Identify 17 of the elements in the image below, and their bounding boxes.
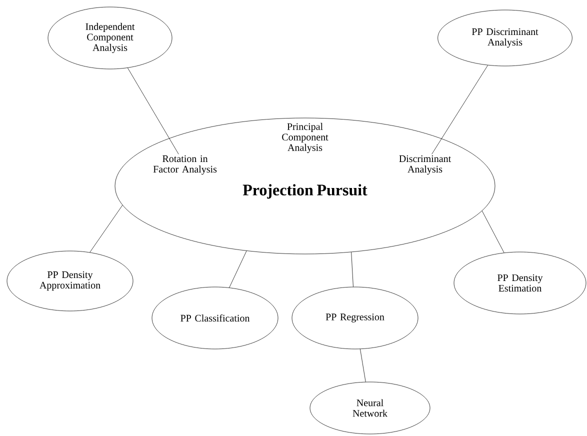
ellipse-node: PP Density Approximation: [6, 250, 134, 312]
inner-text: Discriminant Analysis: [399, 155, 452, 175]
ellipse-node: PP Discriminant Analysis: [438, 10, 572, 66]
connector-line: [351, 252, 354, 287]
inner-text: Rotation in Factor Analysis: [153, 155, 217, 175]
connector-line: [432, 65, 488, 154]
connector-line: [229, 250, 247, 288]
connector-line: [90, 204, 123, 253]
ellipse-node: PP Density Estimation: [454, 252, 586, 314]
label-text: Principal Component Analysis: [282, 122, 328, 154]
ellipse-node: PP Classification: [152, 286, 278, 350]
connector-line: [482, 210, 504, 253]
connector-line: [127, 68, 179, 154]
ellipse-node: Neural Network: [310, 382, 430, 434]
connector-line: [360, 348, 366, 382]
ellipse-node: Independent Component Analysis: [48, 6, 172, 70]
ellipse-node: PP Regression: [292, 286, 418, 350]
